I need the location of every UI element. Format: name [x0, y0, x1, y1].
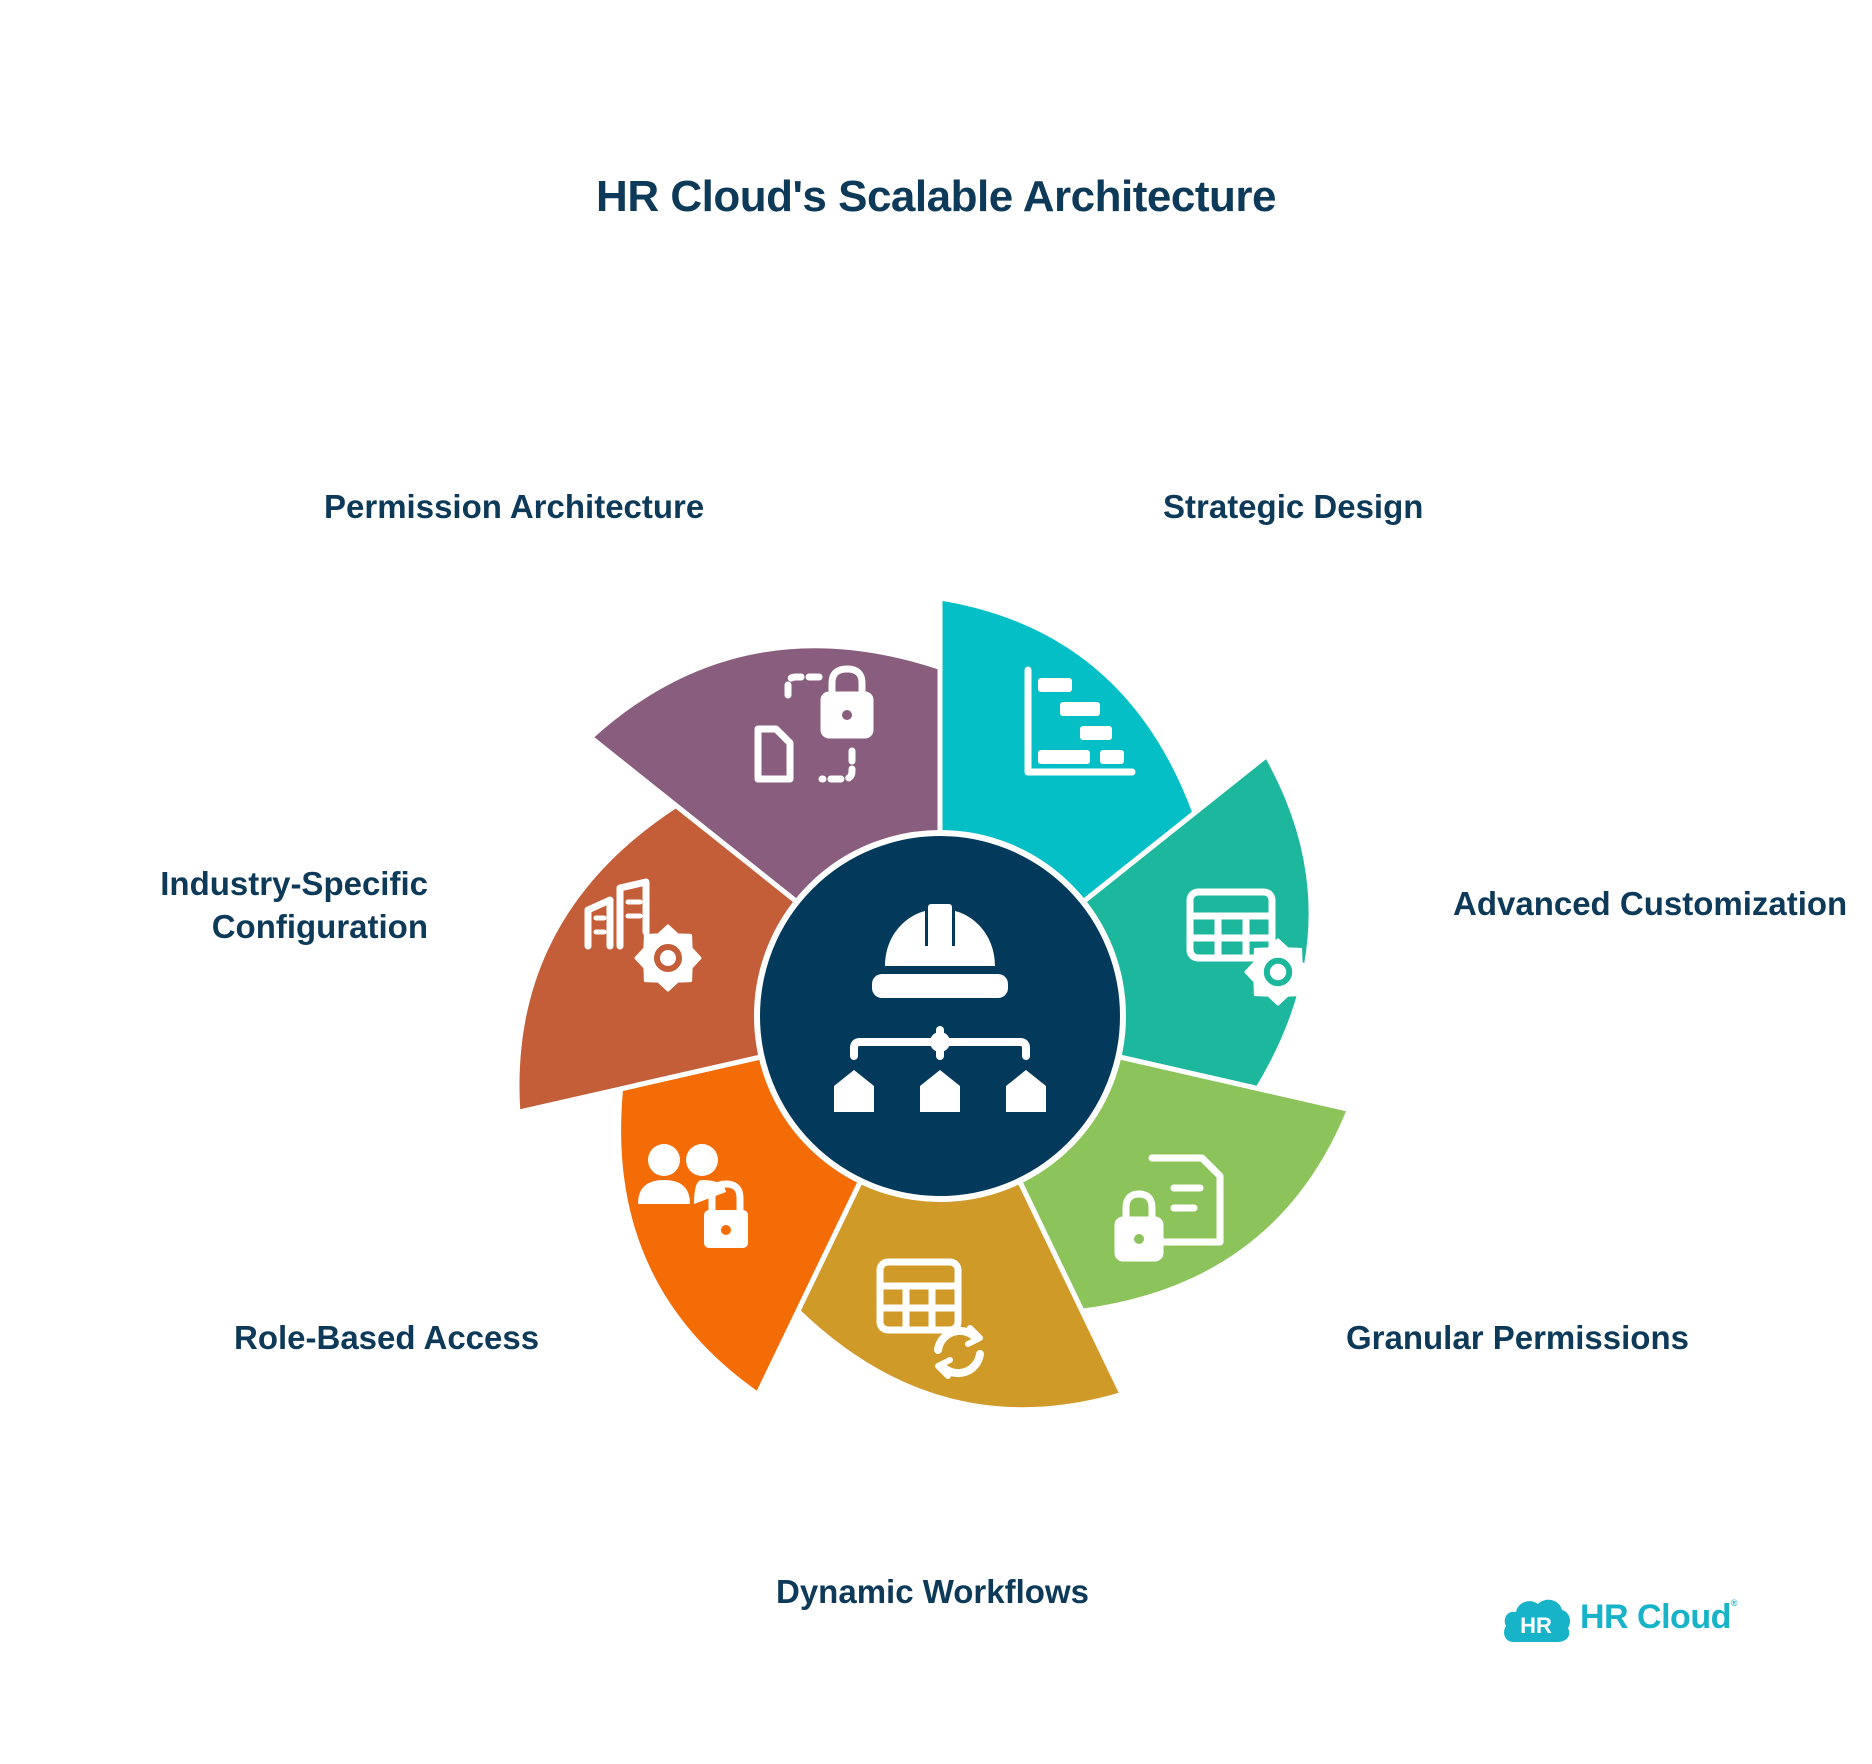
page-title: HR Cloud's Scalable Architecture: [596, 172, 1276, 221]
cloud-badge-icon: HR: [1504, 1599, 1570, 1642]
label-industry-specific-line2: Configuration: [211, 908, 428, 945]
logo-wordmark: HR Cloud®: [1580, 1598, 1738, 1636]
label-dynamic-workflows: Dynamic Workflows: [776, 1573, 1089, 1610]
label-industry-specific-configuration: Industry-Specific Configuration: [0, 862, 428, 948]
label-strategic-design: Strategic Design: [1163, 488, 1424, 525]
label-advanced-customization: Advanced Customization: [1453, 885, 1848, 922]
gantt-chart-icon: [1024, 666, 1136, 776]
file-lock-transfer-icon: [754, 665, 874, 783]
hr-cloud-logo: HR HR Cloud®: [1500, 1592, 1740, 1648]
label-granular-permissions: Granular Permissions: [1346, 1319, 1689, 1356]
label-industry-specific-line1: Industry-Specific: [160, 865, 428, 902]
document-lock-icon: [1114, 1154, 1224, 1262]
hard-hat-hierarchy-icon: [834, 904, 1046, 1112]
table-gear-icon: [1186, 888, 1312, 1006]
svg-text:HR: HR: [1520, 1613, 1552, 1638]
buildings-gear-icon: [584, 878, 702, 992]
center-circle: [754, 830, 1126, 1202]
users-lock-icon: [638, 1144, 748, 1248]
label-role-based-access: Role-Based Access: [234, 1319, 540, 1356]
table-refresh-icon: [876, 1258, 984, 1379]
label-permission-architecture: Permission Architecture: [324, 488, 705, 525]
